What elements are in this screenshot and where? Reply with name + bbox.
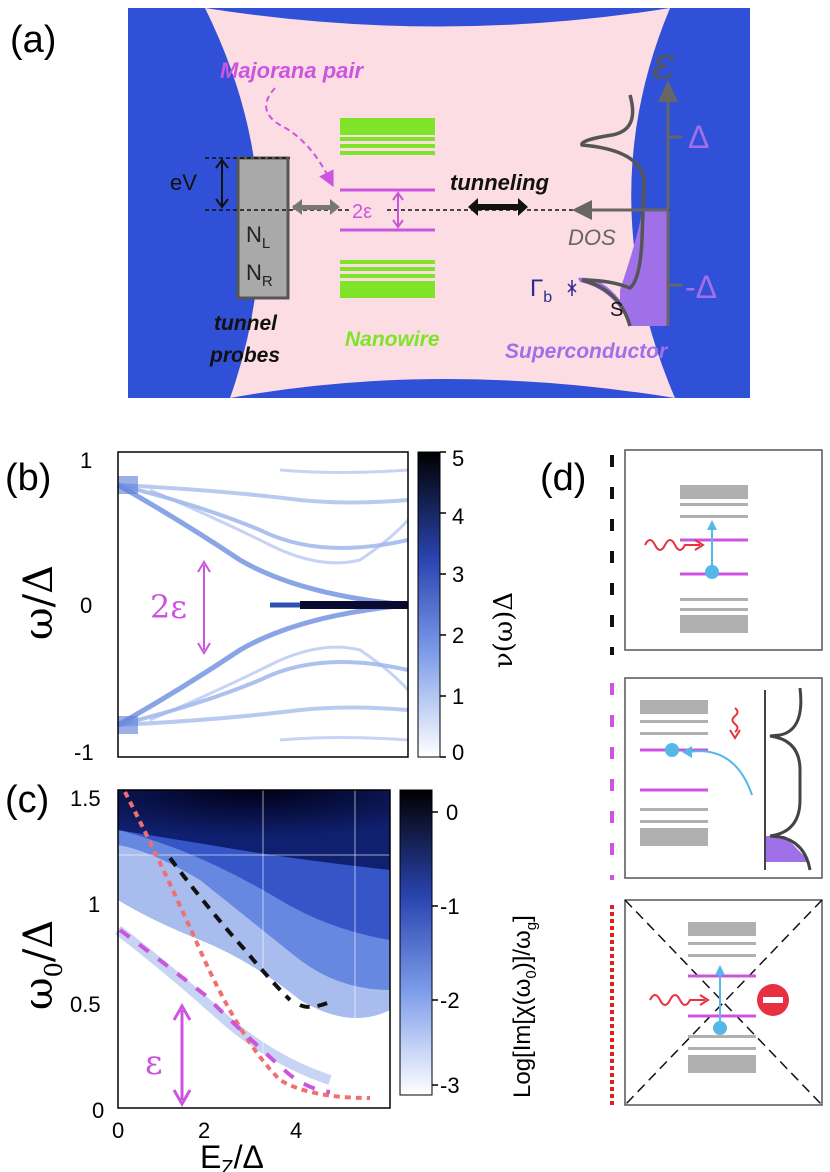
d3-upper-band xyxy=(688,922,756,957)
panel-b-cbar-tick-5: 5 xyxy=(452,446,464,471)
d1-photon xyxy=(644,539,700,551)
tunnel-probes-label-2: probes xyxy=(209,344,280,367)
panel-b-colorbar-label: ν(ω)Δ xyxy=(489,592,519,668)
panel-b-frame xyxy=(117,451,409,758)
sc-occupied-states xyxy=(578,210,668,326)
probe-coupling-arrow xyxy=(293,199,340,215)
epsilon-axis-label: ε xyxy=(652,38,676,89)
panel-c-cbar-tick-0: 0 xyxy=(446,800,458,825)
d3-lower-band xyxy=(688,1035,756,1073)
panel-b-cbar-tick-0: 0 xyxy=(452,740,464,765)
majorana-pair-label: Majorana pair xyxy=(220,58,364,83)
panel-c-colorbar xyxy=(399,789,433,1096)
panel-c-cbar-tick-neg1: -1 xyxy=(440,894,460,919)
d2-electron xyxy=(665,743,679,757)
d3-photon xyxy=(649,994,705,1006)
dos-label: DOS xyxy=(568,225,616,250)
nr-label: NR xyxy=(246,260,273,290)
panel-c-heatmap xyxy=(114,790,390,1108)
superconductor-label: Superconductor xyxy=(505,340,669,363)
sc-dos-curve xyxy=(580,94,646,327)
delta-positive-label: Δ xyxy=(688,119,709,155)
panel-c-xtick-2: 2 xyxy=(198,1118,210,1143)
d2-sc-occupied xyxy=(765,836,810,862)
panel-c-tag: (c) xyxy=(5,779,49,821)
panel-c-frame xyxy=(117,789,391,1109)
d2-tunnel-arrow xyxy=(687,750,753,796)
nanowire-upper-band xyxy=(340,118,435,155)
panel-c-xtick-4: 4 xyxy=(290,1118,302,1143)
tunnel-probes-label-1: tunnel xyxy=(214,312,278,335)
panel-c-xlabel: EZ/Δ xyxy=(200,1139,264,1172)
ev-label: eV xyxy=(170,170,197,195)
panel-b-colorbar xyxy=(417,451,441,758)
d1-upper-band xyxy=(680,485,748,518)
energy-axis-arrowhead xyxy=(658,80,678,102)
d2-upper-band xyxy=(640,700,708,735)
s-label: S xyxy=(610,299,623,321)
delta-negative-label: -Δ xyxy=(685,269,717,305)
gamma-b-marker xyxy=(567,280,577,296)
panel-c-ylabel: ω0/Δ xyxy=(16,920,68,1010)
panel-c-ytick-0.5: 0.5 xyxy=(70,992,101,1017)
panel-b-ytick-0: 0 xyxy=(80,593,92,618)
nanowire-label: Nanowire xyxy=(345,328,440,351)
d2-photon xyxy=(731,707,739,733)
panel-a-pink-area xyxy=(205,8,675,398)
panel-b-cbar-tick-2: 2 xyxy=(452,623,464,648)
panel-b-cbar-tick-4: 4 xyxy=(452,504,464,529)
panel-c-ytick-1.5: 1.5 xyxy=(70,786,101,811)
panel-b-tag: (b) xyxy=(5,457,51,499)
nanowire-lower-band xyxy=(340,260,435,298)
panel-c-annotation: ε xyxy=(145,1043,163,1083)
panel-c-xtick-0: 0 xyxy=(112,1118,124,1143)
panel-b-ylabel: ω/Δ xyxy=(16,565,62,640)
panel-c-cbar-tick-neg3: -3 xyxy=(440,1073,460,1098)
panel-c-cbar-tick-neg2: -2 xyxy=(440,988,460,1013)
tunneling-arrow xyxy=(468,198,528,216)
d2-sc-dos-curve xyxy=(769,687,812,871)
panel-a-tag: (a) xyxy=(10,19,56,61)
tunneling-label: tunneling xyxy=(450,170,550,195)
panel-d-tag: (d) xyxy=(540,457,586,499)
panel-b-heatmap xyxy=(116,452,410,757)
majorana-pointer-arrow xyxy=(265,87,334,188)
panel-c-black-dashed-curve xyxy=(168,856,331,1009)
panel-c-magenta-dashed-curve xyxy=(118,928,331,1094)
ev-arrowheads xyxy=(215,158,229,209)
panel-b-annotation: 2ε xyxy=(150,588,187,626)
panel-b-ytick-neg1: -1 xyxy=(74,740,94,765)
d2-lower-band xyxy=(640,808,708,846)
d3-electron xyxy=(713,1021,727,1035)
panel-b-ytick-1: 1 xyxy=(80,448,92,473)
panel-c-colorbar-label: Log[Im[χ(ω0)]/ωg] xyxy=(509,915,540,1098)
gamma-b-label: Γb xyxy=(530,275,552,306)
dos-axis-arrowhead xyxy=(572,200,592,220)
panel-c-ytick-0: 0 xyxy=(92,1098,104,1123)
panel-c-ytick-1: 1 xyxy=(88,892,100,917)
panel-b-cbar-tick-3: 3 xyxy=(452,562,464,587)
d1-electron xyxy=(705,565,719,579)
panel-c-red-dashed-curve xyxy=(123,791,371,1100)
panel-b-cbar-tick-1: 1 xyxy=(452,684,464,709)
d1-lower-band xyxy=(680,598,748,633)
nl-label: NL xyxy=(246,222,270,252)
two-eps-label: 2ε xyxy=(352,201,372,223)
